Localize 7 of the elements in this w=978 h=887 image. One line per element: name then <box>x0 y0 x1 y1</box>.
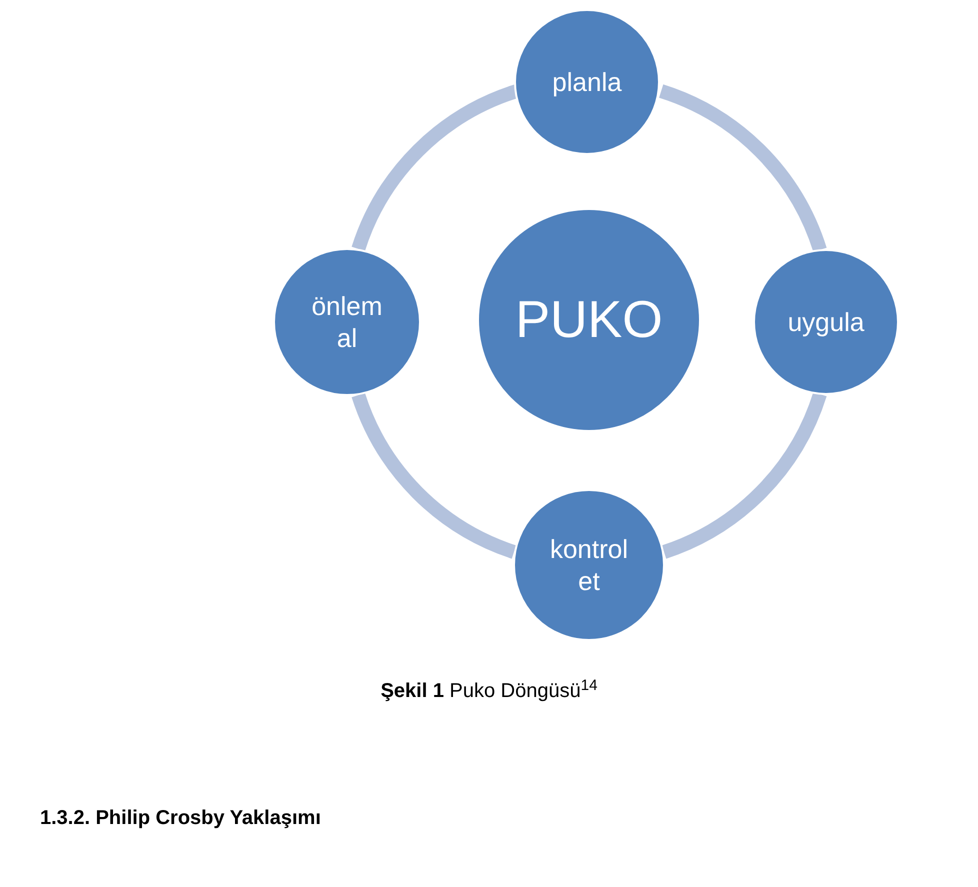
node-label: planla <box>552 66 622 98</box>
node-label: önlem al <box>310 290 384 354</box>
node-label: uygula <box>788 306 864 338</box>
section-heading: 1.3.2. Philip Crosby Yaklaşımı <box>40 806 321 831</box>
figure-caption: Şekil 1 Puko Döngüsü$^{14}$ <box>380 676 598 704</box>
node-label: PUKO <box>515 290 663 350</box>
node-label: kontrol et <box>548 532 630 598</box>
